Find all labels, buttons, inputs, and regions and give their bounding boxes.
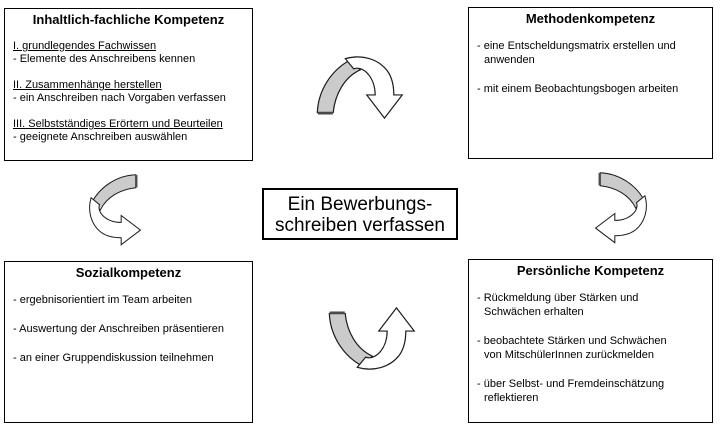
competency-group-1: I. grundlegendes Fachwissen - Elemente d… bbox=[13, 40, 244, 66]
central-topic-text: Ein Bewerbungs- schreiben verfassen bbox=[274, 194, 446, 236]
box-persoenliche-kompetenz: Persönliche Kompetenz - Rückmeldung über… bbox=[468, 259, 713, 423]
box-inhaltlich-fachliche-kompetenz: Inhaltlich-fachliche Kompetenz I. grundl… bbox=[4, 8, 253, 161]
box-title-persoenlich: Persönliche Kompetenz bbox=[516, 263, 665, 278]
central-topic-box: Ein Bewerbungs- schreiben verfassen bbox=[262, 188, 458, 240]
box-title-methoden: Methodenkompetenz bbox=[525, 11, 656, 26]
persoenlich-item-1: - Rückmeldung über Stärken und Schwächen… bbox=[477, 292, 639, 318]
box-title-inhaltlich: Inhaltlich-fachliche Kompetenz bbox=[32, 12, 225, 27]
group-heading-3: III. Selbstständiges Erörtern und Beurte… bbox=[13, 118, 223, 130]
competency-group-3: III. Selbstständiges Erörtern und Beurte… bbox=[13, 118, 244, 144]
methoden-item-1: - eine Entscheldungsmatrix erstellen und… bbox=[477, 40, 676, 66]
group-item-3: - geeignete Anschreiben auswählen bbox=[13, 131, 188, 143]
curved-arrow-bottom-icon bbox=[328, 306, 416, 370]
box-title-sozial: Sozialkompetenz bbox=[75, 265, 182, 280]
group-item-1: - Elemente des Anschreibens kennen bbox=[13, 53, 196, 65]
group-item-2: - ein Anschreiben nach Vorgaben verfasse… bbox=[13, 92, 226, 104]
sozial-item-2: - Auswertung der Anschreiben präsentiere… bbox=[13, 323, 224, 335]
group-heading-2: II. Zusammenhänge herstellen bbox=[13, 79, 162, 91]
box-sozialkompetenz: Sozialkompetenz - ergebnisorientiert im … bbox=[4, 261, 253, 423]
methoden-item-2: - mit einem Beobachtungsbogen arbeiten bbox=[477, 83, 679, 95]
curved-arrow-right-icon bbox=[594, 172, 647, 244]
box-methodenkompetenz: Methodenkompetenz - eine Entscheldungsma… bbox=[468, 7, 713, 159]
sozial-item-1: - ergebnisorientiert im Team arbeiten bbox=[13, 294, 192, 306]
competency-group-2: II. Zusammenhänge herstellen - ein Ansch… bbox=[13, 79, 244, 105]
persoenlich-item-3: - über Selbst- und Fremdeinschätzung ref… bbox=[477, 378, 665, 404]
curved-arrow-top-icon bbox=[316, 56, 404, 120]
sozial-item-3: - an einer Gruppendiskussion teilnehmen bbox=[13, 352, 214, 364]
persoenlich-item-2: - beobachtete Stärken und Schwächen von … bbox=[477, 335, 667, 361]
group-heading-1: I. grundlegendes Fachwissen bbox=[13, 40, 157, 52]
curved-arrow-left-icon bbox=[89, 174, 142, 246]
